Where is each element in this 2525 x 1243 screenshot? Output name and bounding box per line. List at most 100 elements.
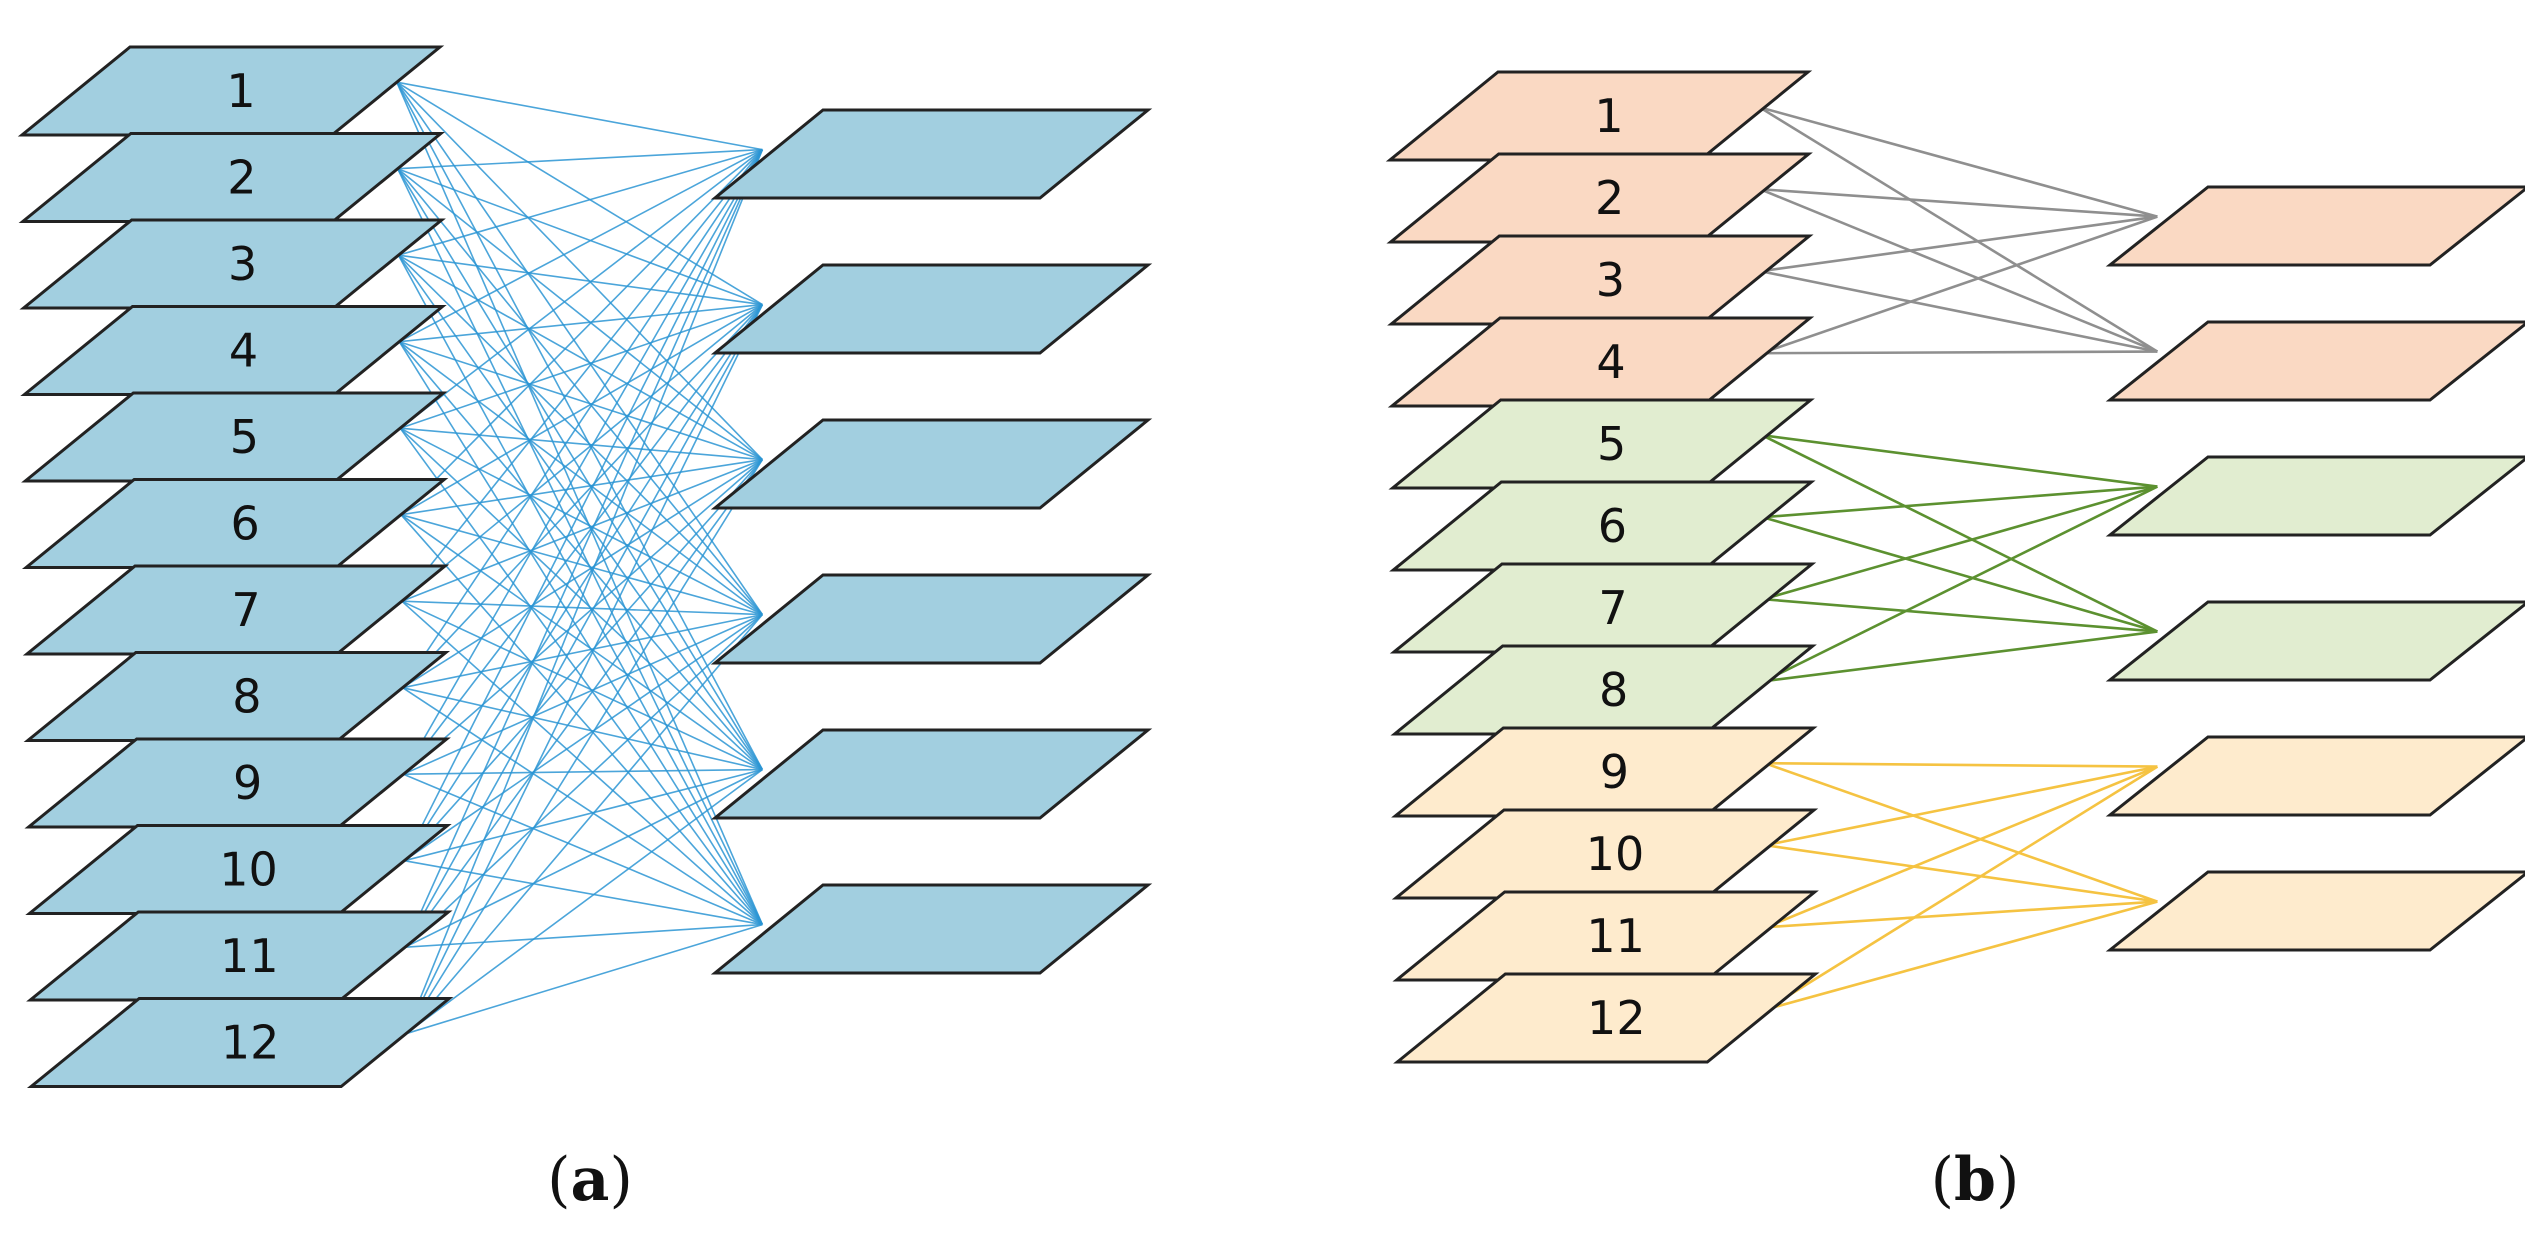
connection-line	[1764, 761, 2158, 768]
input-layer: 10	[25, 824, 452, 915]
input-layer-label: 12	[221, 1016, 280, 1070]
connection-line	[1759, 105, 2158, 218]
input-layer-label: 11	[1586, 909, 1645, 963]
connection-line	[397, 148, 763, 170]
connection-line	[404, 768, 763, 862]
input-layer-label: 1	[1594, 89, 1623, 143]
connection-line	[398, 254, 763, 461]
panel-b-connections	[1758, 105, 2159, 1011]
input-layer: 12	[26, 997, 454, 1088]
connection-line	[405, 149, 764, 1034]
connection-line	[402, 687, 763, 926]
input-layer-label: 2	[1595, 171, 1624, 225]
connection-line	[405, 459, 764, 1035]
input-layer: 6	[21, 478, 449, 569]
input-layer-label: 9	[233, 756, 262, 810]
input-layer-label: 1	[226, 64, 255, 118]
connection-line	[1759, 187, 2158, 218]
input-layer-label: 12	[1587, 991, 1646, 1045]
connection-line	[1762, 515, 2158, 633]
connection-line	[402, 613, 763, 689]
output-layer	[2105, 455, 2525, 537]
connection-line	[401, 600, 763, 771]
input-layer-label: 4	[229, 324, 258, 378]
output-layer	[710, 573, 1153, 665]
input-layer-label: 9	[1600, 745, 1629, 799]
connection-line	[1766, 900, 2158, 1011]
connection-line	[1761, 433, 2158, 488]
connection-line	[405, 768, 763, 1035]
input-layer: 2	[1386, 152, 1813, 244]
connection-line	[405, 923, 763, 948]
connection-line	[400, 514, 764, 926]
panel-a-connections	[396, 81, 764, 1035]
connection-line	[404, 304, 764, 948]
input-layer: 11	[26, 910, 453, 1002]
input-layer: 8	[1390, 644, 1817, 736]
input-layer: 9	[24, 737, 451, 829]
input-layer-plate	[26, 997, 454, 1088]
panel-a-caption: (a)	[547, 1145, 633, 1215]
connection-line	[1763, 597, 2158, 633]
connection-line	[1760, 215, 2158, 273]
connection-line	[396, 168, 764, 771]
connection-line	[403, 768, 763, 775]
connection-line	[400, 458, 763, 516]
connection-line	[401, 458, 763, 602]
input-layer: 11	[1392, 890, 1819, 982]
connection-line	[405, 923, 763, 1035]
input-layer-label: 6	[231, 497, 260, 551]
connection-line	[404, 149, 764, 948]
input-layer: 1	[17, 45, 445, 137]
connection-line	[396, 81, 764, 925]
output-layer	[710, 263, 1153, 355]
input-layer: 5	[21, 391, 448, 483]
connection-line	[1758, 106, 2159, 353]
input-layer: 10	[1391, 808, 1819, 900]
connection-line	[399, 427, 763, 616]
input-layer-label: 8	[232, 670, 261, 724]
input-layer-label: 10	[219, 843, 278, 897]
connection-line	[403, 304, 764, 862]
connection-line	[1765, 900, 2158, 929]
connection-line	[404, 768, 763, 948]
connection-line	[1759, 187, 2158, 353]
input-layer: 12	[1393, 972, 1820, 1064]
connection-line	[402, 304, 764, 775]
input-layer-label: 3	[228, 237, 257, 291]
input-layer: 4	[20, 305, 447, 396]
input-layer-label: 5	[230, 410, 259, 464]
connection-line	[402, 149, 764, 775]
connection-line	[401, 303, 763, 602]
input-layer: 6	[1389, 480, 1816, 572]
connection-line	[405, 304, 764, 1035]
connection-line	[404, 614, 763, 948]
connection-line	[398, 254, 763, 306]
connection-line	[396, 81, 764, 770]
connection-line	[396, 81, 764, 616]
input-layer-label: 10	[1586, 827, 1645, 881]
input-layer: 3	[19, 218, 446, 310]
input-layer-label: 6	[1598, 499, 1627, 553]
input-layer: 1	[1385, 70, 1813, 162]
connection-line	[403, 773, 763, 926]
connection-line	[401, 600, 763, 616]
input-layer: 2	[18, 132, 446, 223]
connection-line	[401, 149, 764, 689]
connection-line	[396, 168, 764, 925]
connection-line	[1761, 434, 2158, 633]
output-layer	[2105, 870, 2525, 952]
connection-line	[399, 303, 763, 429]
connection-line	[1760, 269, 2158, 353]
connection-line	[1763, 485, 2158, 683]
connection-line	[1763, 485, 2158, 601]
connection-line	[400, 303, 763, 516]
connection-line	[1765, 843, 2158, 903]
connection-line	[1764, 761, 2158, 903]
connection-line	[1763, 630, 2158, 683]
connection-line	[397, 254, 763, 616]
connection-line	[405, 614, 764, 1035]
input-layer-label: 3	[1596, 253, 1625, 307]
